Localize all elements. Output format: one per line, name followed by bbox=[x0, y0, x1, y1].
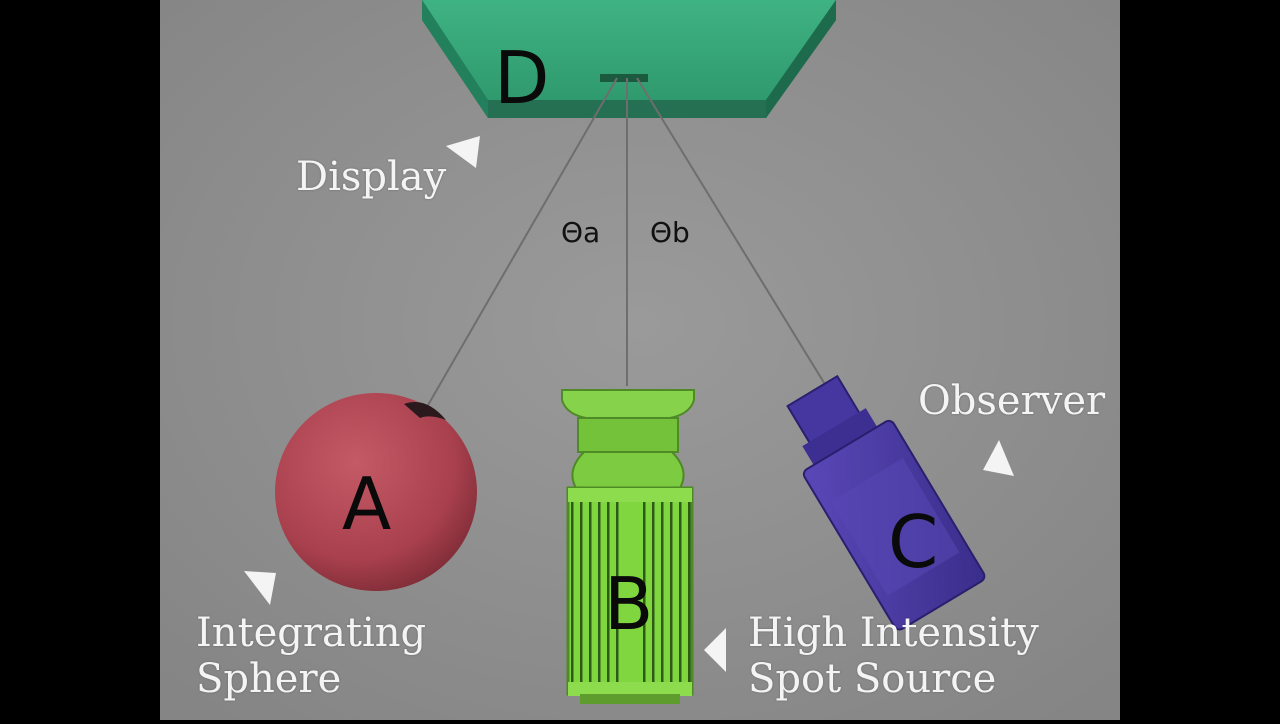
source-pointer-icon bbox=[704, 628, 726, 672]
sphere-pointer-icon bbox=[244, 571, 276, 605]
display-panel bbox=[422, 0, 836, 118]
observer-camera bbox=[786, 374, 986, 631]
angle-b-label: Θb bbox=[650, 216, 690, 249]
display-caption: Display bbox=[296, 154, 447, 200]
observer-pointer-icon bbox=[983, 440, 1014, 476]
pointer-triangle-icon bbox=[244, 136, 1014, 672]
observer-letter: C bbox=[888, 500, 939, 584]
spot-source bbox=[561, 389, 695, 704]
source-caption-line2: Spot Source bbox=[748, 656, 997, 702]
angle-a-label: Θa bbox=[561, 216, 601, 249]
display-letter: D bbox=[494, 36, 550, 120]
beams bbox=[423, 77, 827, 413]
display-pointer-icon bbox=[446, 136, 480, 168]
beam-to-sphere bbox=[423, 77, 618, 413]
source-caption-line1: High Intensity bbox=[748, 610, 1039, 656]
observer-caption: Observer bbox=[918, 378, 1106, 424]
sphere-caption-line1: Integrating bbox=[196, 610, 427, 656]
beam-to-observer bbox=[636, 77, 827, 387]
sphere-letter: A bbox=[342, 462, 392, 546]
source-letter: B bbox=[604, 562, 654, 646]
integrating-sphere bbox=[275, 393, 477, 591]
sphere-caption-line2: Sphere bbox=[196, 656, 342, 702]
